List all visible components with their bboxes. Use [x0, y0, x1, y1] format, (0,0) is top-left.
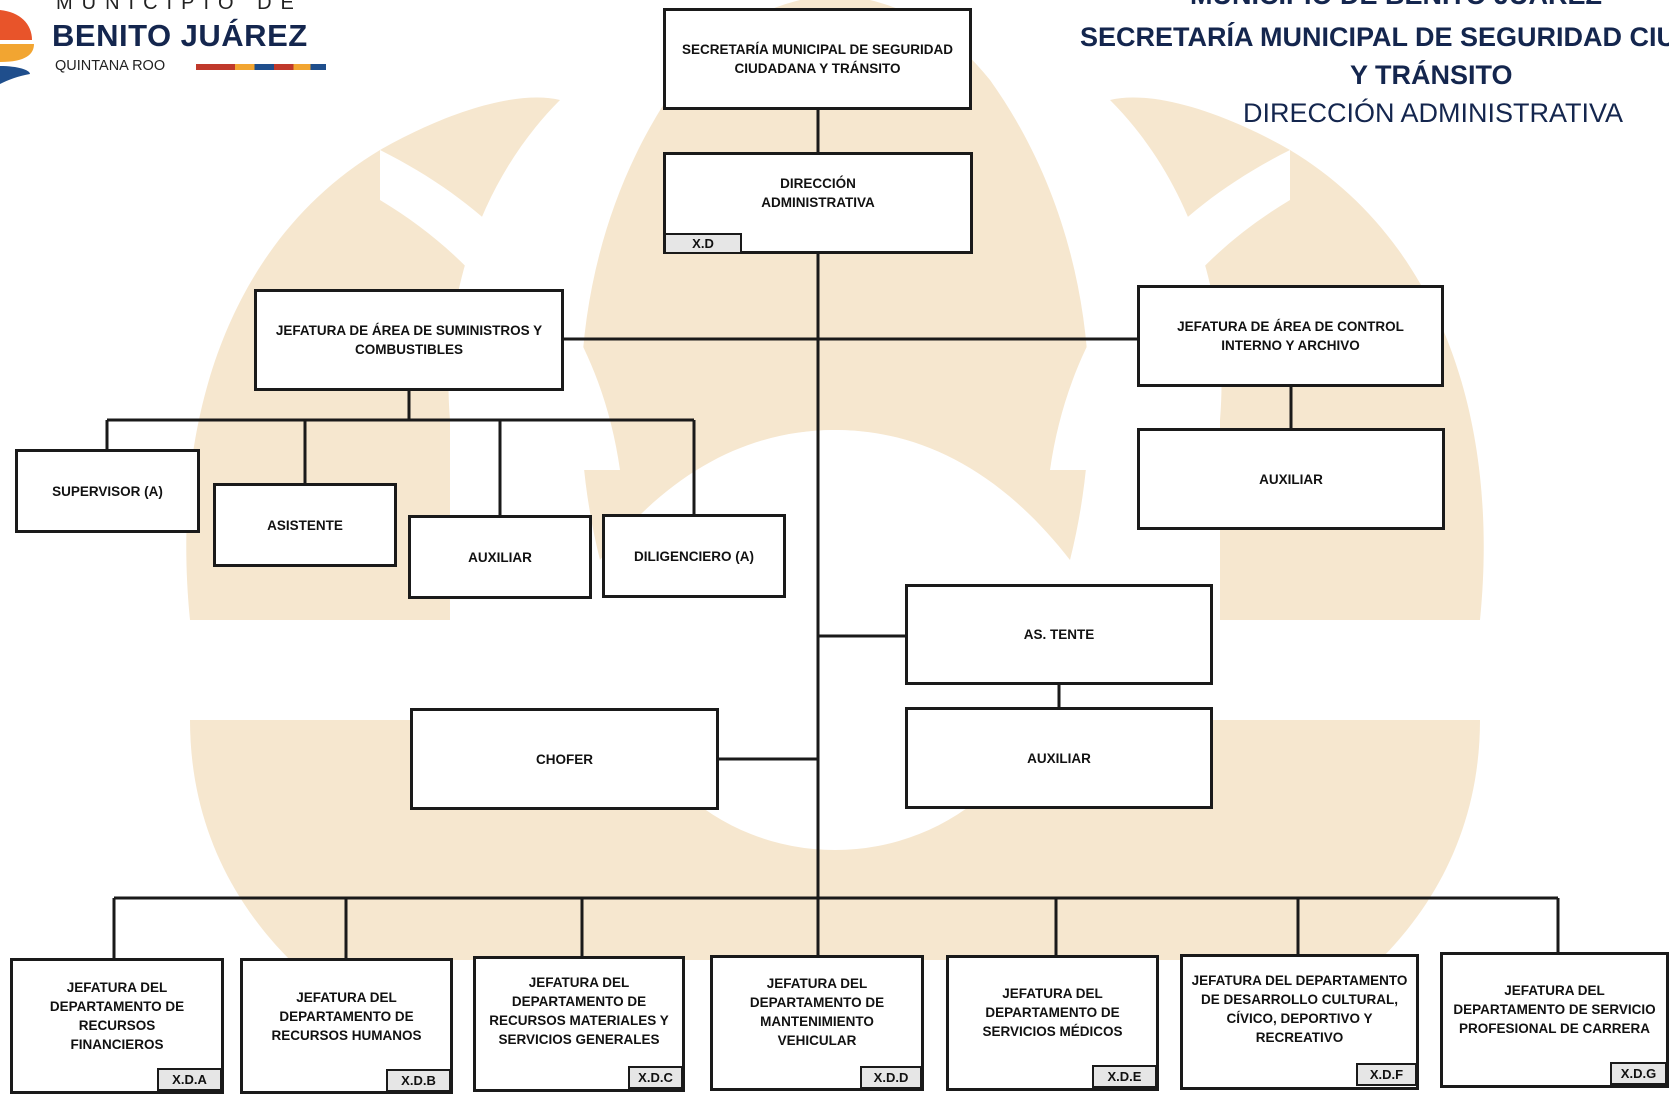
node-code: X.D.A [157, 1068, 222, 1091]
logo-sub-text: QUINTANA ROO [55, 58, 166, 74]
node-secretaria: SECRETARÍA MUNICIPAL DE SEGURIDAD CIUDAD… [663, 8, 972, 110]
node-label: SECRETARÍA MUNICIPAL DE SEGURIDAD CIUDAD… [681, 42, 953, 76]
node-auxiliar-direccion: AUXILIAR [905, 707, 1213, 809]
title-direccion: DIRECCIÓN ADMINISTRATIVA [1243, 98, 1624, 128]
municipio-logo: MUNICIPIO DE BENITO JUÁREZ QUINTANA ROO [0, 0, 340, 90]
node-label: AUXILIAR [468, 549, 532, 565]
node-label: ASISTENTE [267, 517, 343, 533]
title-municipio: MUNICIPIO DE BENITO JUÁREZ [1190, 0, 1602, 11]
node-supervisor: SUPERVISOR (A) [15, 449, 200, 533]
node-code: X.D.C [628, 1066, 683, 1089]
logo-top-text: MUNICIPIO DE [56, 0, 303, 14]
node-asistente-direccion: AS. TENTE [905, 584, 1213, 685]
logo-main-text: BENITO JUÁREZ [52, 18, 308, 53]
node-label: CHOFER [536, 751, 593, 767]
node-label: AUXILIAR [1259, 471, 1323, 487]
node-auxiliar-control: AUXILIAR [1137, 428, 1445, 530]
title-secretaria: SECRETARÍA MUNICIPAL DE SEGURIDAD CIUD [1080, 22, 1669, 52]
node-label: SUPERVISOR (A) [52, 483, 163, 499]
node-chofer: CHOFER [410, 708, 719, 810]
node-code: X.D.G [1610, 1062, 1667, 1085]
node-label: DIRECCIÓN ADMINISTRATIVA [761, 176, 875, 210]
logo-stripes [196, 64, 326, 70]
node-control-interno: JEFATURA DE ÁREA DE CONTROL INTERNO Y AR… [1137, 285, 1444, 387]
node-diligenciero: DILIGENCIERO (A) [602, 514, 786, 598]
node-code: X.D.D [860, 1066, 922, 1089]
node-asistente-suministros: ASISTENTE [213, 483, 397, 567]
node-label: AS. TENTE [1023, 627, 1095, 642]
node-auxiliar-suministros: AUXILIAR [408, 515, 592, 599]
node-label: DILIGENCIERO (A) [634, 548, 754, 564]
node-label: JEFATURA DEL DEPARTAMENTO DE SERVICIO PR… [1453, 982, 1656, 1036]
node-label: JEFATURA DEL DEPARTAMENTO DE SERVICIOS M… [982, 985, 1123, 1039]
node-label: JEFATURA DE ÁREA DE SUMINISTROS Y COMBUS… [275, 323, 543, 357]
node-label: JEFATURA DEL DEPARTAMENTO DE MANTENIMIEN… [749, 976, 885, 1048]
emblem-icon [0, 10, 34, 84]
node-recursos-humanos: JEFATURA DEL DEPARTAMENTO DE RECURSOS HU… [240, 958, 453, 1094]
node-code: X.D.B [386, 1069, 451, 1092]
title-transito: Y TRÁNSITO [1350, 60, 1513, 90]
node-label: JEFATURA DEL DEPARTAMENTO DE RECURSOS HU… [271, 989, 422, 1043]
node-label: JEFATURA DEL DEPARTAMENTO DE RECURSOS MA… [489, 975, 669, 1047]
node-label: AUXILIAR [1027, 750, 1091, 766]
node-code: X.D.F [1356, 1063, 1417, 1086]
node-code: X.D.E [1092, 1065, 1157, 1088]
node-code: X.D [664, 233, 742, 254]
node-label: JEFATURA DE ÁREA DE CONTROL INTERNO Y AR… [1177, 319, 1404, 353]
node-suministros: JEFATURA DE ÁREA DE SUMINISTROS Y COMBUS… [254, 289, 564, 391]
node-label: JEFATURA DEL DEPARTAMENTO DE DESARROLLO … [1191, 973, 1408, 1045]
node-label: JEFATURA DEL DEPARTAMENTO DE RECURSOS FI… [49, 980, 185, 1052]
